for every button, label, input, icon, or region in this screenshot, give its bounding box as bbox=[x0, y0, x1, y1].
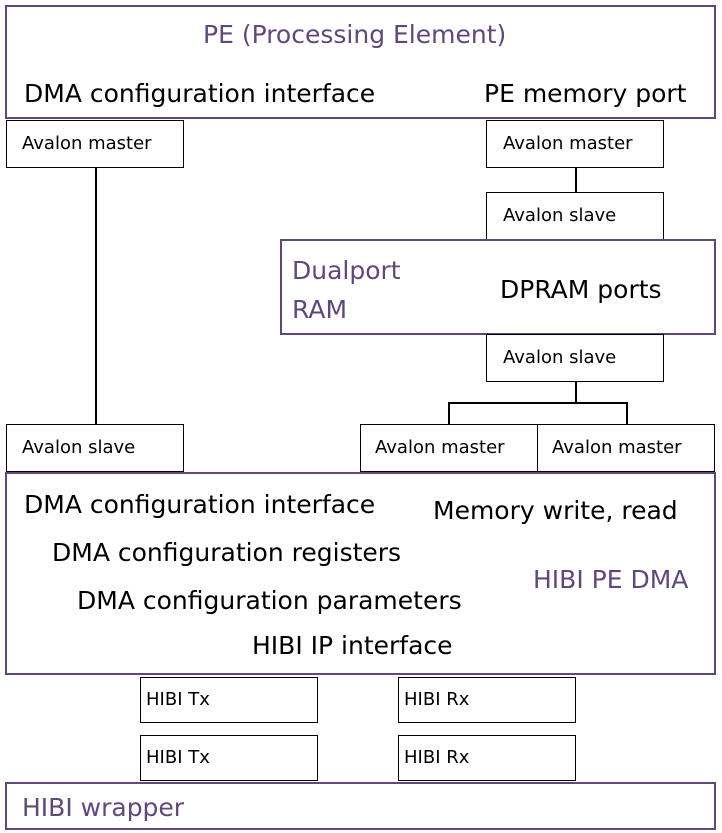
connector-dpram-split-left bbox=[448, 402, 450, 424]
hibi-wrapper-block: HIBI wrapper bbox=[5, 782, 716, 830]
dpram-ports-label: DPRAM ports bbox=[500, 275, 662, 304]
hibi-rx-upper: HIBI Rx bbox=[398, 677, 576, 723]
dma-avalon-master-2: Avalon master bbox=[537, 424, 715, 472]
hibi-ip-interface-label: HIBI IP interface bbox=[252, 631, 453, 660]
memory-write-read-label: Memory write, read bbox=[433, 496, 678, 525]
hibi-rx-label: HIBI Rx bbox=[404, 689, 470, 710]
dma-avalon-master-1: Avalon master bbox=[360, 424, 538, 472]
dpram-upper-avalon-slave: Avalon slave bbox=[486, 192, 664, 240]
connector-dma-config-line bbox=[95, 168, 97, 424]
dpram-block: Dualport RAM DPRAM ports bbox=[280, 239, 716, 335]
connector-pe-dpram-line bbox=[575, 168, 577, 192]
dma-left-avalon-slave: Avalon slave bbox=[6, 424, 184, 472]
hibi-tx-label: HIBI Tx bbox=[146, 747, 210, 768]
hibi-pe-dma-block: DMA configuration interface Memory write… bbox=[5, 472, 716, 675]
hibi-tx-label: HIBI Tx bbox=[146, 689, 210, 710]
dma-config-registers-label: DMA configuration registers bbox=[52, 538, 402, 567]
connector-dpram-split-vertical bbox=[575, 381, 577, 403]
dpram-title-line1: Dualport bbox=[292, 256, 401, 285]
connector-dpram-split-right bbox=[626, 402, 628, 424]
pe-right-avalon-master: Avalon master bbox=[486, 120, 664, 168]
hibi-tx-upper: HIBI Tx bbox=[140, 677, 318, 723]
pe-left-avalon-master: Avalon master bbox=[6, 120, 184, 168]
avalon-master-label: Avalon master bbox=[552, 437, 682, 458]
hibi-tx-lower: HIBI Tx bbox=[140, 735, 318, 781]
avalon-slave-label: Avalon slave bbox=[503, 347, 617, 368]
pe-memory-port-label: PE memory port bbox=[484, 79, 687, 108]
hibi-rx-lower: HIBI Rx bbox=[398, 735, 576, 781]
connector-dpram-split-horizontal bbox=[448, 402, 628, 404]
avalon-master-label: Avalon master bbox=[503, 133, 633, 154]
avalon-master-label: Avalon master bbox=[22, 133, 152, 154]
pe-block: PE (Processing Element) DMA configuratio… bbox=[5, 5, 716, 119]
dma-config-interface-label: DMA configuration interface bbox=[24, 490, 376, 519]
pe-dma-config-interface-label: DMA configuration interface bbox=[24, 79, 376, 108]
hibi-pe-dma-title: HIBI PE DMA bbox=[533, 565, 689, 594]
avalon-slave-label: Avalon slave bbox=[22, 437, 136, 458]
hibi-rx-label: HIBI Rx bbox=[404, 747, 470, 768]
dma-config-parameters-label: DMA configuration parameters bbox=[77, 586, 462, 615]
hibi-wrapper-title: HIBI wrapper bbox=[22, 793, 185, 822]
avalon-master-label: Avalon master bbox=[375, 437, 505, 458]
dpram-lower-avalon-slave: Avalon slave bbox=[486, 334, 664, 382]
dpram-title-line2: RAM bbox=[292, 295, 348, 324]
pe-title: PE (Processing Element) bbox=[203, 20, 507, 49]
avalon-slave-label: Avalon slave bbox=[503, 205, 617, 226]
